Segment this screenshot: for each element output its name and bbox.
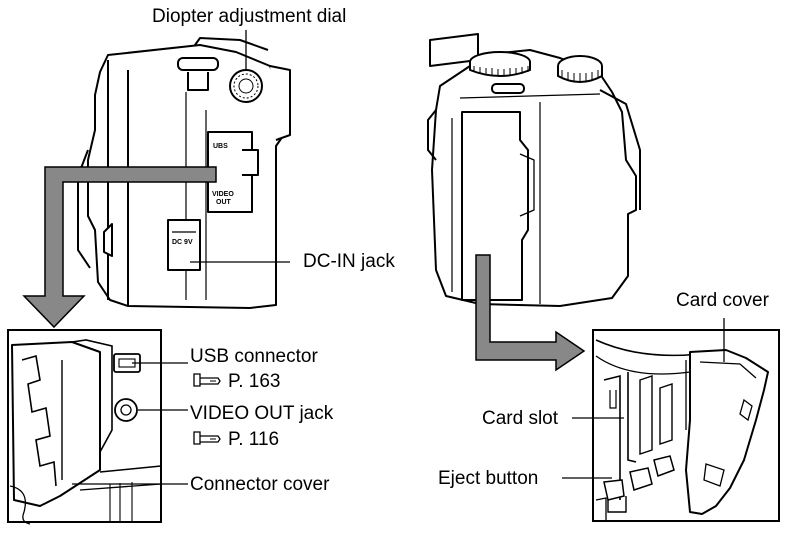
video-port-marking-2: OUT [216,199,232,206]
page-reference-icon [193,373,221,387]
usb-page-reference: P. 163 [192,371,280,391]
label-usb-connector: USB connector [190,346,318,367]
label-dc-in-jack: DC-IN jack [303,251,395,272]
label-card-slot: Card slot [482,408,559,429]
arrow-right-to-detail [475,254,586,372]
label-card-cover: Card cover [676,290,769,311]
label-connector-cover: Connector cover [190,474,330,495]
label-video-out-jack: VIDEO OUT jack [190,403,334,424]
arrow-left-to-detail [22,166,217,329]
right-camera-body [427,33,641,307]
usb-ref-text: P. 163 [228,371,281,392]
connector-detail-box [7,329,162,525]
label-diopter-dial: Diopter adjustment dial [152,6,347,27]
dc-port-marking: DC 9V [172,239,193,246]
usb-port-marking: UBS [213,143,228,150]
video-page-reference: P. 116 [192,429,279,449]
video-ref-text: P. 116 [228,429,280,450]
label-eject-button: Eject button [438,468,539,489]
diopter-dial-icon [229,69,263,103]
page-reference-icon [193,431,221,445]
card-detail-box [592,329,780,522]
mode-dial-icon [473,66,599,82]
video-port-marking-1: VIDEO [212,191,234,198]
